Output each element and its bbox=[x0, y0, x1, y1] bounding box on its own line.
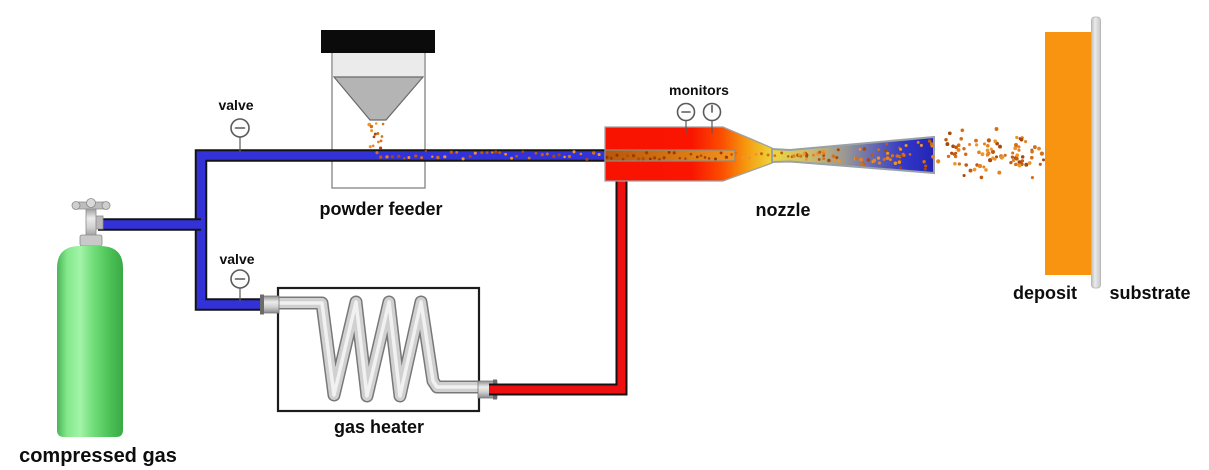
substrate-label: substrate bbox=[1109, 283, 1191, 303]
powder-feeder bbox=[321, 30, 435, 189]
valve-bottom-gauge-icon bbox=[230, 269, 250, 302]
gas-heater-label: gas heater bbox=[333, 417, 425, 437]
compressed-gas-label: compressed gas bbox=[19, 445, 177, 467]
gas-cylinder bbox=[57, 198, 123, 437]
nozzle-diverging-cone bbox=[771, 135, 935, 175]
valve-top-label: valve bbox=[218, 97, 254, 113]
powder-injector-tube bbox=[604, 149, 736, 162]
valve-top-gauge-icon bbox=[230, 118, 250, 153]
nozzle bbox=[604, 126, 935, 182]
cylinder-valve bbox=[71, 198, 111, 247]
powder-feeder-label: powder feeder bbox=[319, 199, 443, 219]
cold-gas-pipe bbox=[98, 149, 607, 311]
hot-gas-pipe bbox=[489, 180, 628, 396]
deposit-label: deposit bbox=[1012, 283, 1078, 303]
gauges bbox=[230, 102, 722, 302]
powder-feeder-cap bbox=[321, 30, 435, 53]
monitors-label: monitors bbox=[669, 82, 729, 98]
deposit-layer bbox=[1045, 32, 1091, 275]
valve-bottom-label: valve bbox=[219, 251, 255, 267]
powder-feeder-band bbox=[333, 53, 424, 77]
powder-particles bbox=[367, 122, 1045, 180]
substrate-plate bbox=[1091, 16, 1101, 289]
powder-funnel bbox=[332, 76, 425, 121]
monitor-gauge-needle-icon bbox=[702, 102, 722, 134]
monitor-gauge-dash-icon bbox=[676, 102, 696, 134]
heater-inlet-fitting bbox=[260, 294, 280, 315]
nozzle-label: nozzle bbox=[755, 200, 811, 220]
heater-coil bbox=[279, 295, 478, 403]
cylinder-body bbox=[57, 246, 123, 437]
gas-heater bbox=[260, 286, 498, 413]
